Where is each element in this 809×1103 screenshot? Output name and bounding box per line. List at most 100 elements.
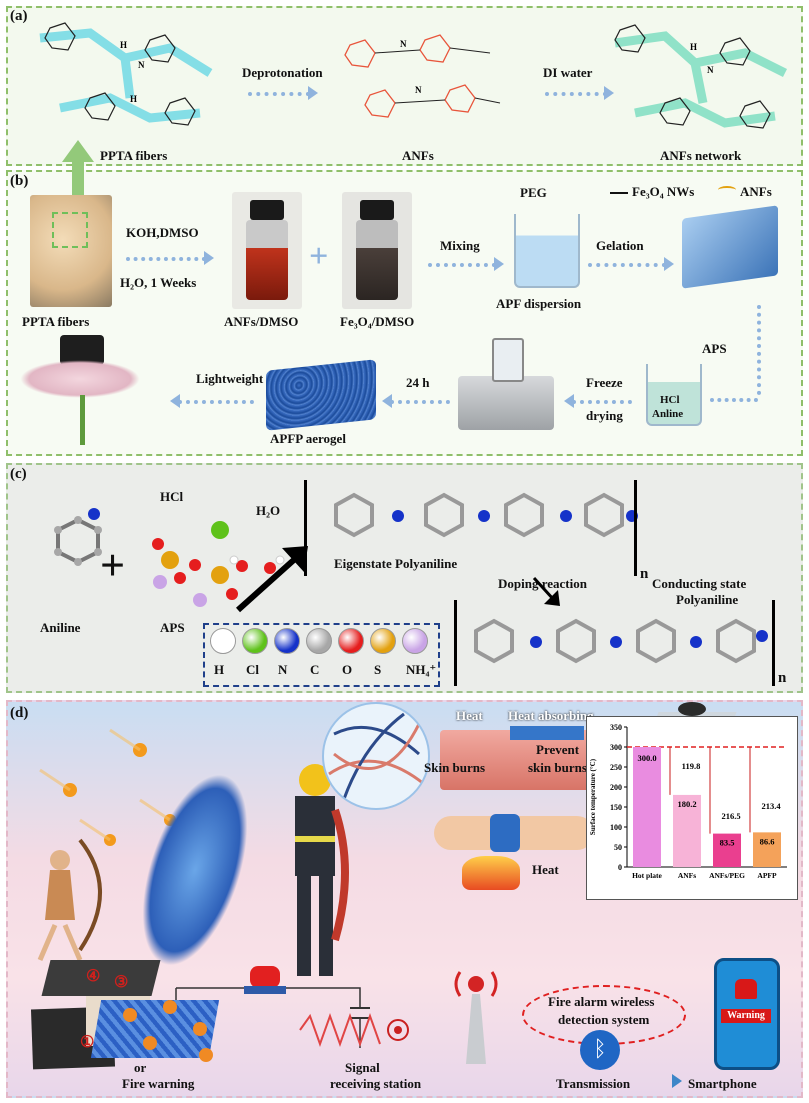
anfs-network-structure: H N <box>614 24 788 129</box>
chart-diff-label-3: 213.4 <box>761 801 781 811</box>
peg-label: PEG <box>520 185 547 200</box>
aniline-label: Aniline <box>40 620 81 635</box>
di-water-label: DI water <box>543 65 593 80</box>
arrow-a1-head <box>308 86 318 100</box>
panel-d-label: (d) <box>10 705 29 721</box>
arrow-b8 <box>178 400 254 404</box>
aps-label: APS <box>702 341 727 356</box>
transmission-label: Transmission <box>556 1076 631 1091</box>
legend-atom-label-0: H <box>214 662 225 677</box>
sample-on-stand <box>678 702 706 716</box>
h2o-label: H₂O <box>256 503 281 518</box>
electrons <box>123 1000 213 1062</box>
plus-sign: + <box>309 238 329 275</box>
gelation-label: Gelation <box>596 238 644 253</box>
fire-under-arm <box>462 856 520 890</box>
ppta-fibers-label: PPTA fibers <box>100 148 168 163</box>
bracket-left-1 <box>304 480 307 576</box>
alarm-label-1: Fire alarm wireless <box>548 994 655 1009</box>
chart-xtick-label-3: APFP <box>757 871 777 880</box>
beaker-apf <box>514 214 580 288</box>
chart-ylabel: Surface temperature (°C) <box>589 758 597 835</box>
freeze-label: Freeze <box>586 375 623 390</box>
deprotonation-label: Deprotonation <box>242 65 323 80</box>
chart-bar-1 <box>673 794 701 867</box>
green-up-arrow <box>62 140 94 196</box>
hcl-c-label: HCl <box>160 489 184 504</box>
arrow-b7-head <box>382 394 392 408</box>
legend-atom-4 <box>338 628 364 654</box>
aps-c-label: APS <box>160 620 185 635</box>
signal-label: Signal <box>345 1060 380 1075</box>
cond1-label: KOH,DMSO <box>126 225 199 240</box>
flower-stem <box>80 395 85 445</box>
fiber-zoom-box <box>52 212 88 248</box>
plus-c: + <box>100 541 126 590</box>
drying-label: drying <box>586 408 623 423</box>
anfs-network-label: ANFs network <box>660 148 742 163</box>
bracket-left-2 <box>454 600 457 686</box>
anfs-dmso-label: ANFs/DMSO <box>224 314 299 329</box>
24h-label: 24 h <box>406 375 430 390</box>
chart-xtick-label-1: ANFs <box>678 871 696 880</box>
cond2-label: H₂O, 1 Weeks <box>120 275 197 290</box>
alarm-label-2: detection system <box>558 1012 650 1027</box>
or-label: or <box>134 1060 147 1075</box>
heat2-label: Heat <box>532 862 559 877</box>
transmission-arrow <box>672 1074 682 1088</box>
legend-atom-6 <box>402 628 428 654</box>
vial-cap-1 <box>250 200 284 220</box>
flower-petals <box>20 360 140 398</box>
n-label-2: n <box>778 670 787 686</box>
reaction-arrow <box>235 546 308 613</box>
aerogel-layer <box>510 726 584 740</box>
arrow-b2-head <box>494 257 504 271</box>
bracket-right-1 <box>634 480 637 576</box>
vial-2 <box>356 220 398 300</box>
arrow-b7 <box>390 400 450 404</box>
heat-absorbing-label: Heat absorbing <box>508 708 594 723</box>
heat-label: Heat <box>456 708 483 723</box>
receiving-station-label: receiving station <box>330 1076 422 1091</box>
arrow-b2 <box>428 263 496 267</box>
signal-wave <box>299 1013 409 1047</box>
aerogel-label: APFP aerogel <box>270 431 346 446</box>
anfs-structure: N N <box>344 34 501 118</box>
signal-tower <box>454 971 498 1064</box>
freeze-dryer <box>458 376 554 430</box>
panel-a <box>6 6 803 166</box>
conducting1-label: Conducting state <box>652 576 747 591</box>
smartphone: Warning <box>714 958 780 1070</box>
arrow-b1 <box>126 257 206 261</box>
chart-ytick-label-2: 100 <box>610 823 622 832</box>
chart-value-label-2: 83.5 <box>720 838 735 848</box>
n-label-1: n <box>640 566 649 582</box>
arrow-a2 <box>545 92 607 96</box>
beaker-hcl <box>646 364 702 426</box>
freeze-dryer-chamber <box>492 338 524 382</box>
svg-text:N: N <box>138 60 145 70</box>
chart-diff-label-1: 119.8 <box>682 761 701 771</box>
svg-text:H: H <box>690 42 697 52</box>
chart-ytick-label-0: 0 <box>618 863 622 872</box>
sample-4 <box>41 960 161 996</box>
chart-bar-2 <box>713 833 741 867</box>
legend-anfs-label: ANFs <box>740 184 772 199</box>
legend-atom-label-3: C <box>310 662 320 677</box>
legend-nws-line <box>610 192 628 194</box>
legend-atom-5 <box>370 628 396 654</box>
doping-label: Doping reaction <box>498 576 587 591</box>
svg-text:H: H <box>120 40 127 50</box>
chart-ytick-label-1: 50 <box>614 843 622 852</box>
fiber-network-zoom <box>322 702 430 810</box>
legend-atom-label-5: S <box>374 662 382 677</box>
aniline-molecule <box>54 508 102 566</box>
eigenstate-label: Eigenstate Polyaniline <box>334 556 458 571</box>
fire-warning-label: Fire warning <box>122 1076 195 1091</box>
fe-dmso-label: Fe₃O₄/DMSO <box>340 314 415 329</box>
firefighter <box>295 764 349 976</box>
panel-b-label: (b) <box>10 173 29 189</box>
chart-bar-3 <box>753 832 781 867</box>
ppta-fibers-label-b: PPTA fibers <box>22 314 90 329</box>
ppta-structure: H N H <box>39 22 213 126</box>
